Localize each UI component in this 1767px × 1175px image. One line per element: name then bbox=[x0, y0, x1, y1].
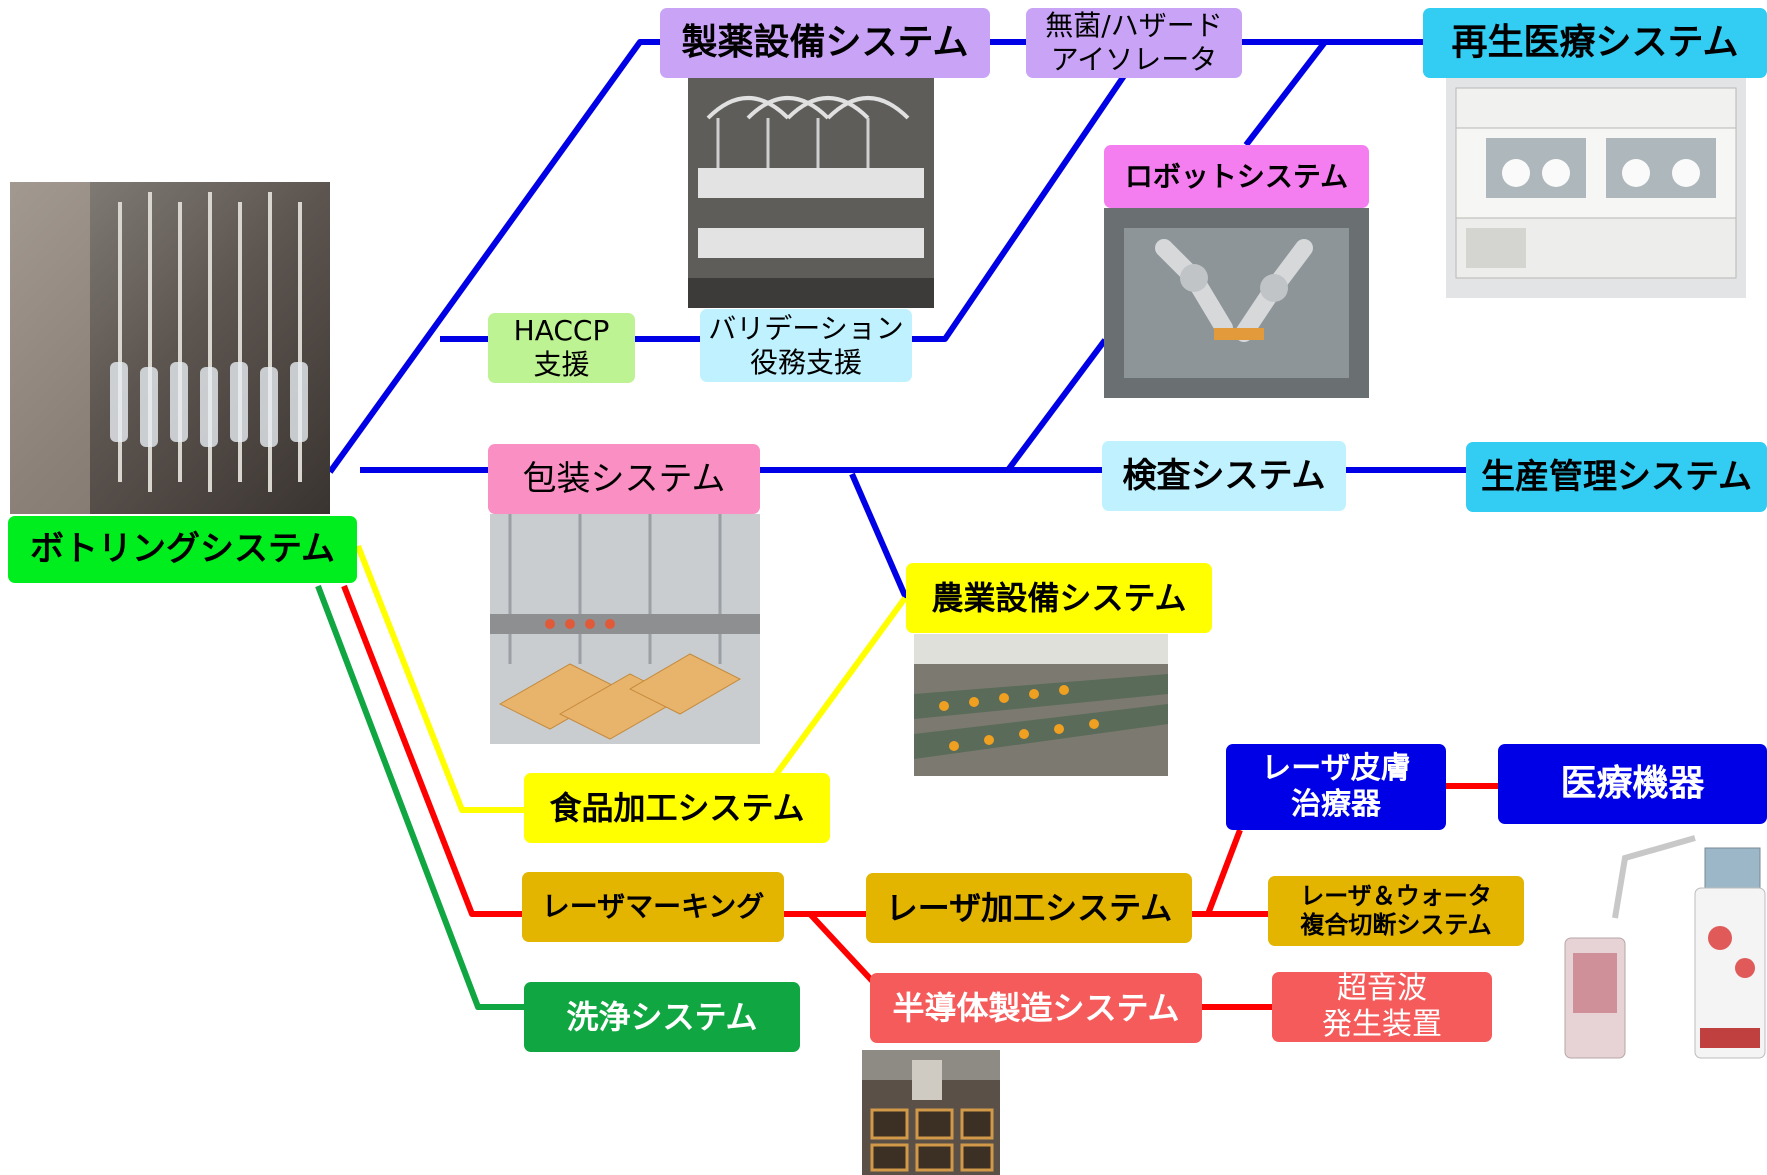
node-laser-marking: レーザマーキング bbox=[522, 872, 784, 942]
node-laser-processing: レーザ加工システム bbox=[866, 873, 1192, 943]
node-agri-system: 農業設備システム bbox=[906, 563, 1212, 633]
line-bottling-marking bbox=[341, 584, 522, 917]
line-marking-semicon bbox=[807, 911, 879, 988]
node-robot-label: ロボットシステム bbox=[1124, 159, 1349, 193]
node-ultrasonic-line2: 発生装置 bbox=[1322, 1007, 1442, 1042]
node-packaging-label: 包装システム bbox=[522, 458, 726, 499]
line-laserproc-skin bbox=[1205, 828, 1243, 916]
node-haccp-line1: HACCP bbox=[513, 314, 610, 348]
medical-device-photo bbox=[1555, 828, 1767, 1078]
node-cleaning-label: 洗浄システム bbox=[566, 997, 758, 1036]
node-isolator-line2: アイソレータ bbox=[1050, 43, 1218, 76]
line-bottling-cleaning bbox=[315, 584, 524, 1010]
node-regen-system: 再生医療システム bbox=[1423, 8, 1767, 78]
robot-arm-photo bbox=[1104, 208, 1369, 398]
node-production-label: 生産管理システム bbox=[1481, 456, 1752, 497]
node-isolator: 無菌/ハザード アイソレータ bbox=[1026, 8, 1242, 78]
node-ultrasonic-line1: 超音波 bbox=[1337, 971, 1427, 1006]
pharma-filling-photo bbox=[688, 78, 934, 308]
node-laser-water: レーザ＆ウォータ 複合切断システム bbox=[1268, 876, 1524, 946]
line-bottling-food bbox=[355, 544, 524, 813]
node-pharma-system: 製薬設備システム bbox=[660, 8, 990, 78]
bottling-line-photo bbox=[10, 182, 330, 514]
node-haccp-line2: 支援 bbox=[533, 348, 590, 381]
node-laser-skin-line2: 治療器 bbox=[1291, 787, 1381, 822]
fruit-sorting-photo bbox=[914, 634, 1168, 776]
node-agri-label: 農業設備システム bbox=[931, 578, 1187, 617]
node-cleaning-system: 洗浄システム bbox=[524, 982, 800, 1052]
node-medical-devices: 医療機器 bbox=[1498, 744, 1767, 824]
node-pharma-label: 製薬設備システム bbox=[681, 22, 969, 64]
node-bottling-system: ボトリングシステム bbox=[8, 516, 357, 583]
node-isolator-line1: 無菌/ハザード bbox=[1045, 9, 1223, 43]
node-food-system: 食品加工システム bbox=[524, 773, 830, 843]
node-regen-label: 再生医療システム bbox=[1451, 22, 1739, 64]
line-validation-isolator bbox=[912, 68, 1131, 342]
line-packaging-agri bbox=[849, 472, 909, 600]
semiconductor-chip-photo bbox=[862, 1050, 1000, 1175]
isolator-cabinet-photo bbox=[1446, 78, 1746, 298]
node-bottling-label: ボトリングシステム bbox=[30, 529, 335, 570]
node-production-system: 生産管理システム bbox=[1466, 442, 1767, 512]
node-robot-system: ロボットシステム bbox=[1104, 145, 1369, 208]
node-semicon-label: 半導体製造システム bbox=[892, 988, 1180, 1027]
node-validation-line2: 役務支援 bbox=[749, 345, 862, 379]
node-medical-label: 医療機器 bbox=[1560, 763, 1705, 805]
node-inspection-system: 検査システム bbox=[1102, 441, 1346, 511]
node-laser-water-line1: レーザ＆ウォータ bbox=[1300, 882, 1492, 911]
node-packaging-system: 包装システム bbox=[488, 444, 760, 514]
line-bottling-pharma bbox=[327, 39, 660, 474]
node-validation-line1: バリデーション bbox=[708, 311, 904, 345]
node-semiconductor-system: 半導体製造システム bbox=[870, 973, 1202, 1043]
node-haccp: HACCP 支援 bbox=[488, 313, 635, 383]
packaging-line-photo bbox=[490, 514, 760, 744]
node-laser-water-line2: 複合切断システム bbox=[1300, 911, 1492, 939]
node-laser-skin-line1: レーザ皮膚 bbox=[1261, 751, 1411, 786]
node-ultrasonic: 超音波 発生装置 bbox=[1272, 971, 1492, 1042]
node-laser-marking-label: レーザマーキング bbox=[541, 890, 765, 924]
line-packaging-robot bbox=[1005, 338, 1108, 472]
line-food-agri bbox=[769, 596, 908, 782]
line-regen-robot bbox=[1243, 40, 1328, 147]
node-laser-skin: レーザ皮膚 治療器 bbox=[1226, 744, 1446, 830]
node-food-label: 食品加工システム bbox=[549, 788, 805, 827]
node-laser-proc-label: レーザ加工システム bbox=[885, 888, 1173, 927]
node-validation: バリデーション 役務支援 bbox=[700, 309, 912, 382]
node-inspection-label: 検査システム bbox=[1122, 455, 1326, 496]
